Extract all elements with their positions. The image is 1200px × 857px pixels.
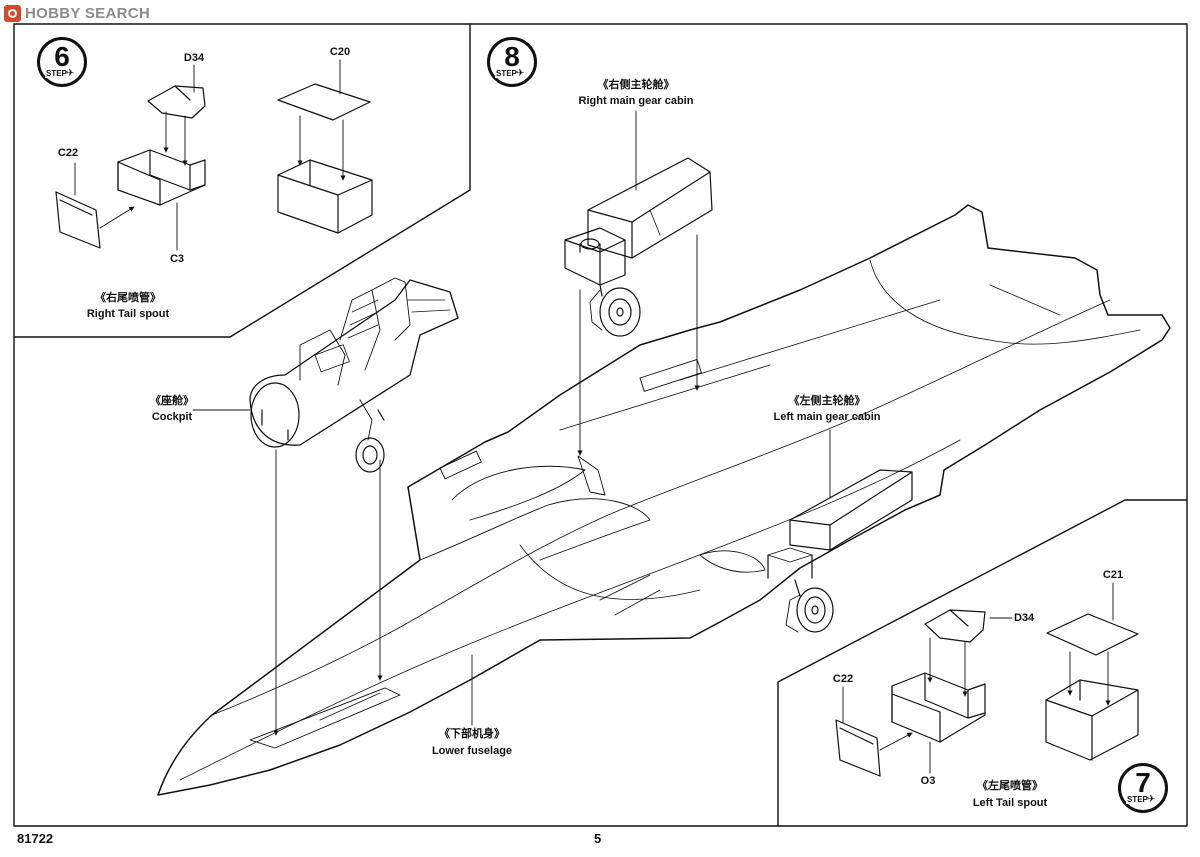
step6-c22-plate: [55, 191, 101, 249]
step7-c22-plate: [835, 719, 881, 777]
kit-code: 81722: [17, 831, 54, 846]
left-gear-cabin-label-cn: 《左侧主轮舱》: [788, 395, 866, 407]
right-main-gear-cabin: [564, 157, 713, 337]
jet-silhouette-icon: ✈: [1147, 794, 1156, 805]
step7-part-o3-label: O3: [920, 775, 936, 787]
jet-silhouette-icon: ✈: [516, 68, 525, 79]
step6-part-d34-label: D34: [183, 52, 205, 64]
step7-caption-en: Left Tail spout: [972, 797, 1048, 809]
step8-assembly-lines: [192, 110, 831, 736]
jet-silhouette-icon: ✈: [66, 68, 75, 79]
right-gear-cabin-label-cn: 《右侧主轮舱》: [597, 79, 675, 91]
step7-part-d34-label: D34: [1014, 612, 1035, 624]
lower-fuselage-label-cn: 《下部机身》: [439, 728, 505, 740]
step6-caption-en: Right Tail spout: [86, 308, 170, 320]
hobby-search-watermark: HOBBY SEARCH: [4, 3, 150, 23]
step7-panel-frame: [777, 499, 1188, 827]
cockpit-label-en: Cockpit: [151, 411, 193, 423]
step6-part-c20-label: C20: [329, 46, 351, 58]
step7-badge: 7 STEP ✈: [1118, 763, 1168, 813]
cockpit-label-cn: 《座舱》: [150, 395, 194, 407]
lower-fuselage-label-en: Lower fuselage: [431, 745, 513, 757]
step7-part-c21-label: C21: [1102, 569, 1124, 581]
step6-part-c22-label: C22: [57, 147, 79, 159]
step6-c3-box: [117, 149, 206, 206]
step6-leader-lines: [74, 59, 346, 251]
step6-d34-plate: [147, 85, 206, 119]
step6-part-c3-label: C3: [169, 253, 185, 265]
fuselage-main-wheel: [785, 579, 834, 633]
step6-c20-box: [277, 83, 373, 234]
page-number: 5: [594, 831, 602, 846]
fuselage-gear-bay-box: [767, 469, 913, 579]
lower-fuselage-drawing: [157, 204, 1171, 796]
step7-c21-box: [1045, 613, 1139, 761]
step8-badge: 8 STEP ✈: [487, 37, 537, 87]
step7-caption-cn: 《左尾喷管》: [977, 780, 1043, 792]
step6-badge: 6 STEP ✈: [37, 37, 87, 87]
hobby-search-logo-icon: [4, 4, 21, 22]
page-border: [13, 23, 1188, 827]
step7-d34-plate: [924, 609, 986, 643]
cockpit-assembly: [249, 277, 459, 473]
left-gear-cabin-label-en: Left main gear cabin: [773, 411, 881, 423]
step7-part-c22-label: C22: [832, 673, 854, 685]
right-gear-cabin-label-en: Right main gear cabin: [578, 95, 694, 107]
step6-caption-cn: 《右尾喷管》: [95, 292, 161, 304]
watermark-text: HOBBY SEARCH: [25, 4, 151, 22]
step7-o3-box: [891, 672, 986, 743]
step6-panel-frame: [13, 23, 471, 338]
step7-leader-lines: [842, 582, 1114, 774]
